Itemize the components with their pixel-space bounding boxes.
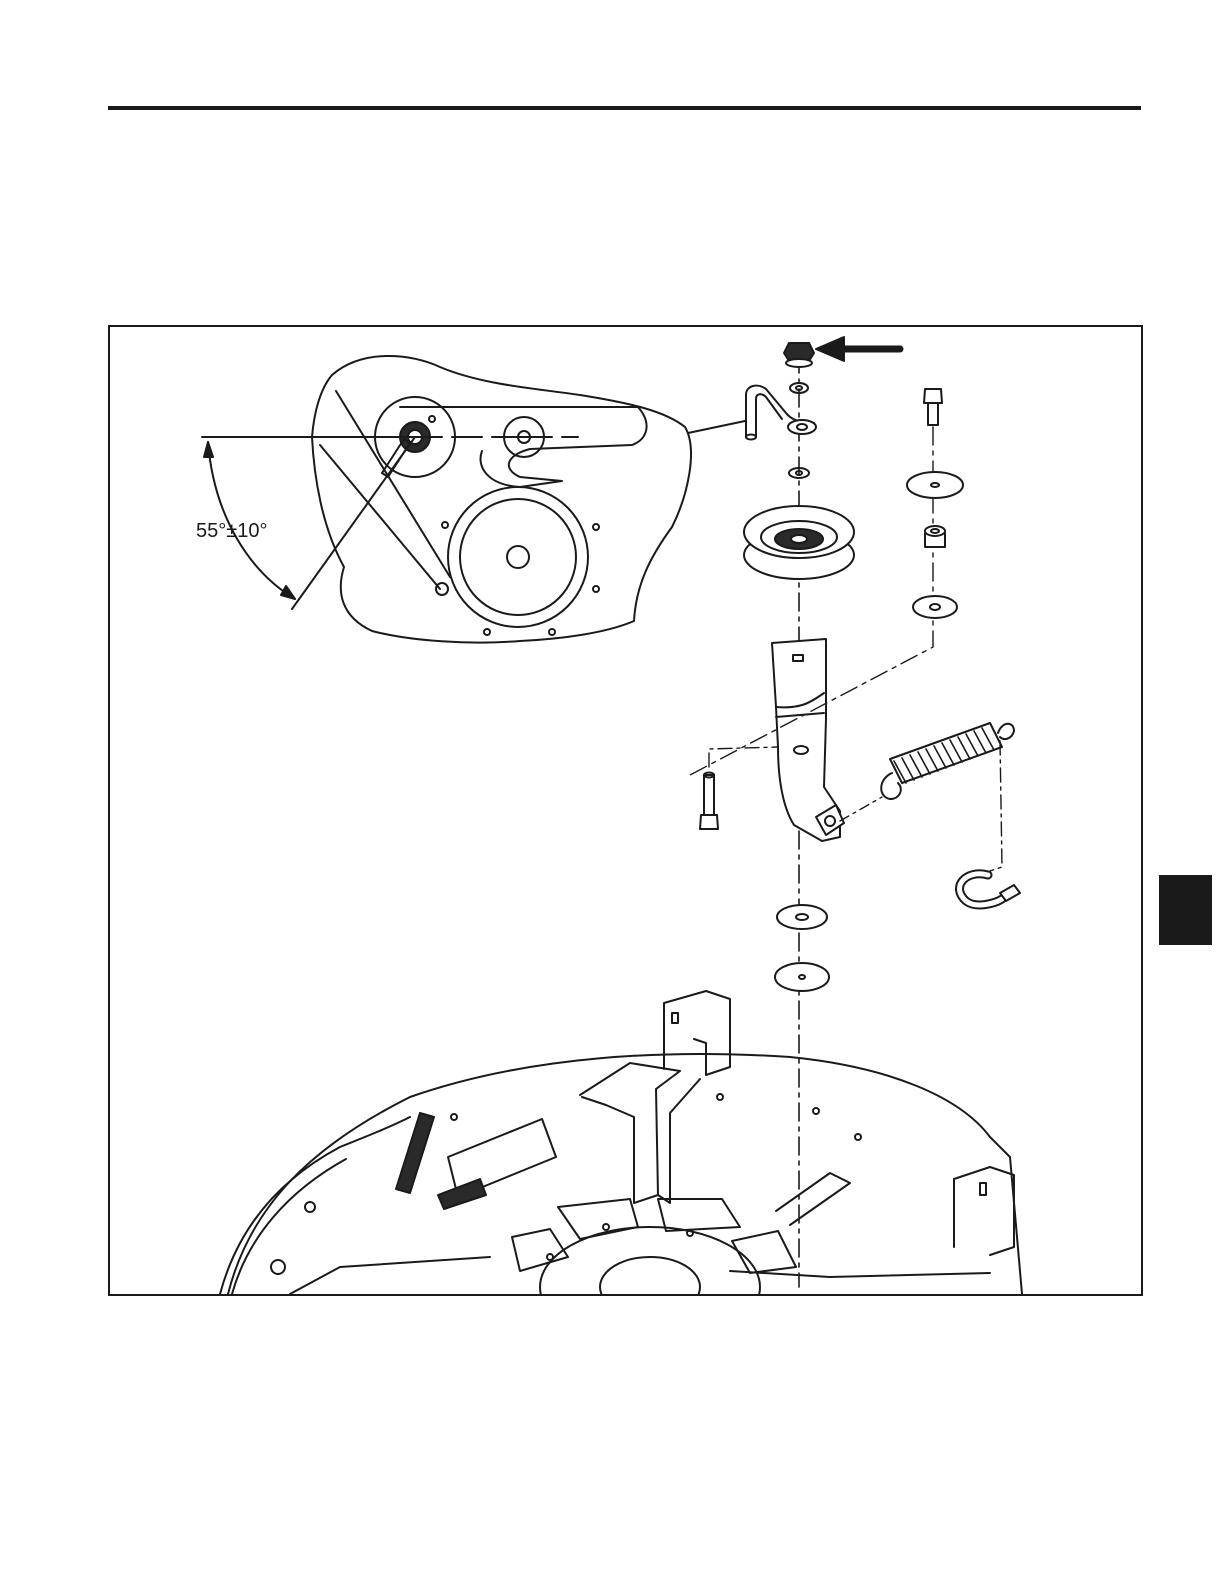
deck-spindle-pocket (732, 1231, 796, 1273)
flange-nut (784, 343, 814, 367)
deck-hole (717, 1094, 723, 1100)
shoulder-bolt-shank (704, 775, 714, 815)
washer-lower-1 (777, 905, 827, 929)
deck-hole (547, 1254, 553, 1260)
deck-spindle-center (600, 1257, 700, 1294)
deck-top-surface (228, 1054, 1022, 1294)
deck-hole (603, 1224, 609, 1230)
inset-leader (688, 421, 745, 433)
carriage-bolt (924, 389, 942, 425)
washer-large-top (907, 472, 963, 498)
belt-guide-rod-end (746, 435, 756, 440)
deck-edge-ridge (730, 1271, 990, 1277)
arrow-pointing-left-icon (816, 337, 900, 361)
deck-bracket-slot (672, 1013, 678, 1023)
inset-deck-edge-2 (320, 445, 440, 589)
inset-bolt-hole (549, 629, 555, 635)
spring-alignment-line (840, 797, 882, 821)
shoulder-bolt (700, 773, 718, 830)
shoulder-bolt-head (700, 815, 718, 829)
angle-arm-line (292, 437, 415, 609)
carriage-bolt-shank (928, 403, 938, 425)
angle-arrow-bottom (281, 586, 295, 599)
inset-bolt-hole (442, 522, 448, 528)
figure-frame: 55°±10° (108, 325, 1143, 1296)
inset-spindle-pulley (448, 487, 588, 627)
deck-hole (813, 1108, 819, 1114)
deck-channel-right (776, 1173, 850, 1225)
inset-bolt-hole (436, 583, 448, 595)
inset-outline (312, 356, 691, 643)
spacer (925, 526, 945, 547)
deck-inset-view (312, 356, 745, 643)
inset-bolt-hole (593, 586, 599, 592)
spring-hook-right (998, 724, 1014, 739)
header-rule (108, 106, 1141, 110)
inset-belt-guide (400, 407, 647, 487)
deck-spindle-ring (540, 1227, 760, 1294)
deck-hole (451, 1114, 457, 1120)
inset-bolt-hole (593, 524, 599, 530)
deck-hole (271, 1260, 285, 1274)
deck-channel-2 (658, 1079, 700, 1203)
deck-edge-ridge (290, 1257, 490, 1294)
flange-nut-flange (786, 359, 812, 367)
inset-bolt-hole (484, 629, 490, 635)
idler-pulley-bore (791, 535, 807, 543)
spring-hook-body-inner (960, 874, 1002, 905)
washer-large-bottom (913, 596, 957, 618)
spacer-top (925, 526, 945, 536)
angle-dimension: 55°±10° (196, 437, 578, 609)
hook-alignment-line (990, 741, 1002, 871)
belt-guide-eye (788, 420, 816, 434)
deck-bracket-slot (980, 1183, 986, 1195)
bolt-alignment-line (709, 747, 778, 767)
callout-arrow-head (816, 337, 844, 361)
idler-arm (772, 639, 844, 841)
inset-spindle-inner (460, 499, 576, 615)
belt-guide (746, 386, 816, 440)
washer-top-hole (796, 386, 802, 390)
deck-logo-strip (396, 1113, 434, 1193)
carriage-bolt-head (924, 389, 942, 403)
deck-bracket-right (954, 1167, 1014, 1255)
section-tab (1159, 875, 1212, 945)
belt-guide-rod-edge (756, 394, 782, 437)
spring-hook-tip (1000, 885, 1020, 901)
washer-lower-2 (775, 963, 829, 991)
extension-spring (881, 723, 1014, 799)
deck-hole (305, 1202, 315, 1212)
inset-small-hole (429, 416, 435, 422)
deck-channel (580, 1063, 680, 1203)
angle-label: 55°±10° (196, 520, 267, 542)
spring-hook (960, 874, 1020, 905)
exploded-assembly-diagram: 55°±10° (110, 327, 1141, 1294)
inset-spindle-nut (507, 546, 529, 568)
angle-arrow-top (204, 442, 213, 457)
deck-bracket-left (664, 991, 730, 1075)
deck-hole (855, 1134, 861, 1140)
mower-deck (220, 991, 1022, 1294)
deck-spindle-pocket (512, 1229, 568, 1271)
deck-hole (687, 1230, 693, 1236)
idler-pulley (744, 506, 854, 579)
